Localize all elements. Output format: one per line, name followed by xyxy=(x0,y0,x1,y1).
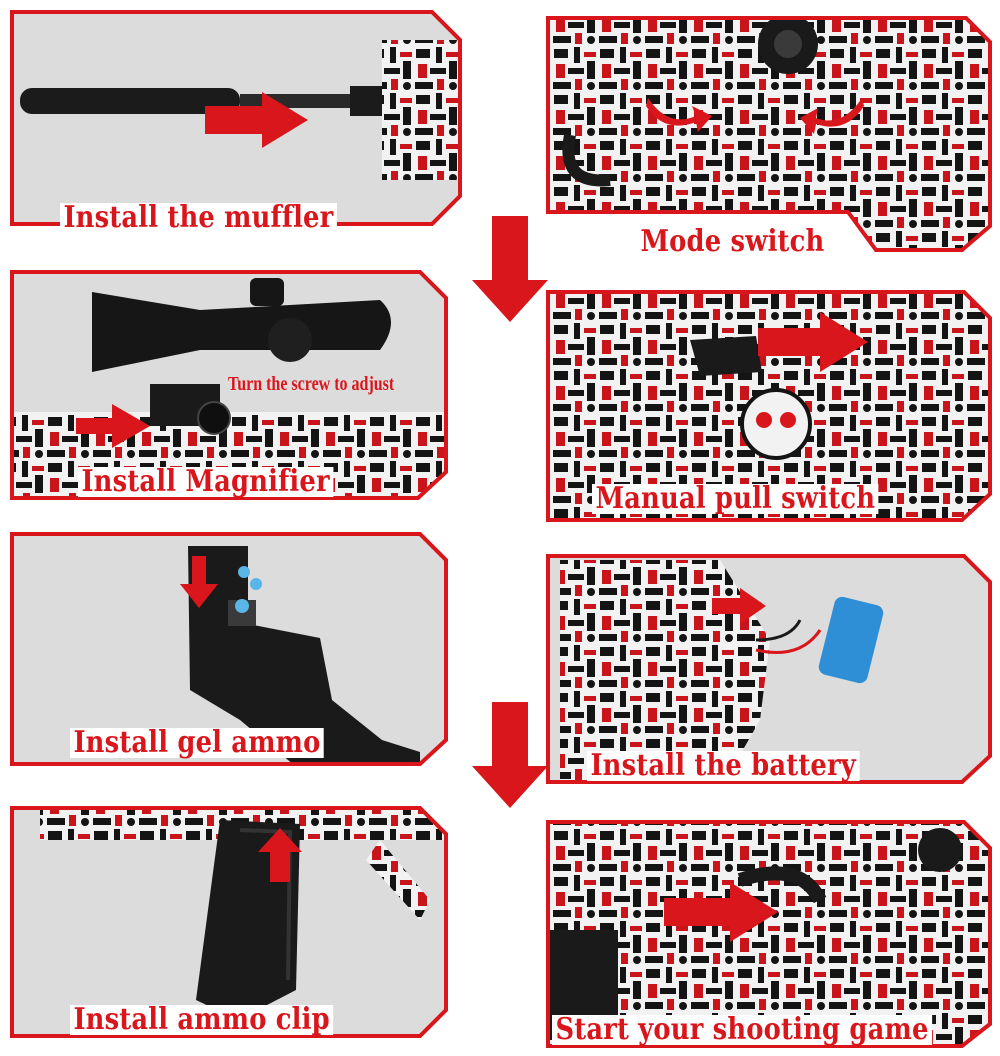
panel-mode-switch xyxy=(546,16,992,252)
pull-handle xyxy=(690,336,762,376)
scope xyxy=(92,292,391,372)
panel-manual-pull-switch xyxy=(546,290,992,522)
curved-arrow-icon xyxy=(646,98,712,132)
panel-install-battery xyxy=(546,554,992,784)
right-arrow-icon xyxy=(758,312,868,372)
right-arrow-icon xyxy=(712,588,766,624)
caption-manual-pull-switch: Manual pull switch xyxy=(592,484,879,514)
panel-install-gel-ammo xyxy=(10,532,448,766)
caption-install-muffler: Install the muffler xyxy=(60,203,337,233)
caption-mode-switch: Mode switch xyxy=(637,227,828,257)
caption-start-shooting: Start your shooting game xyxy=(552,1015,932,1045)
gel-ball xyxy=(238,566,250,578)
skull-graphic xyxy=(740,388,812,460)
down-arrow-icon xyxy=(472,216,548,322)
right-arrow-icon xyxy=(664,882,778,942)
down-arrow-icon xyxy=(472,702,548,808)
panel-start-shooting xyxy=(546,820,992,1048)
caption-install-battery: Install the battery xyxy=(587,751,860,781)
curved-arrow-icon xyxy=(800,98,864,134)
caption-install-gel-ammo: Install gel ammo xyxy=(70,728,324,758)
note-turn-screw: Turn the screw to adjust xyxy=(228,373,395,395)
gel-ball xyxy=(250,578,262,590)
battery xyxy=(818,596,884,684)
right-arrow-icon xyxy=(76,404,150,448)
up-arrow-icon xyxy=(258,828,302,882)
muffler-tube xyxy=(20,88,240,114)
panel-install-muffler xyxy=(10,10,462,226)
adjust-screw xyxy=(197,401,231,435)
right-arrow-icon xyxy=(205,92,308,148)
down-arrow-icon xyxy=(180,556,218,608)
gun-body xyxy=(560,560,770,782)
gel-ball xyxy=(235,599,249,613)
panel-install-ammo-clip xyxy=(10,806,448,1038)
caption-install-ammo-clip: Install ammo clip xyxy=(70,1005,334,1035)
gun-body xyxy=(382,40,460,180)
caption-install-magnifier: Install Magnifier xyxy=(78,467,334,497)
